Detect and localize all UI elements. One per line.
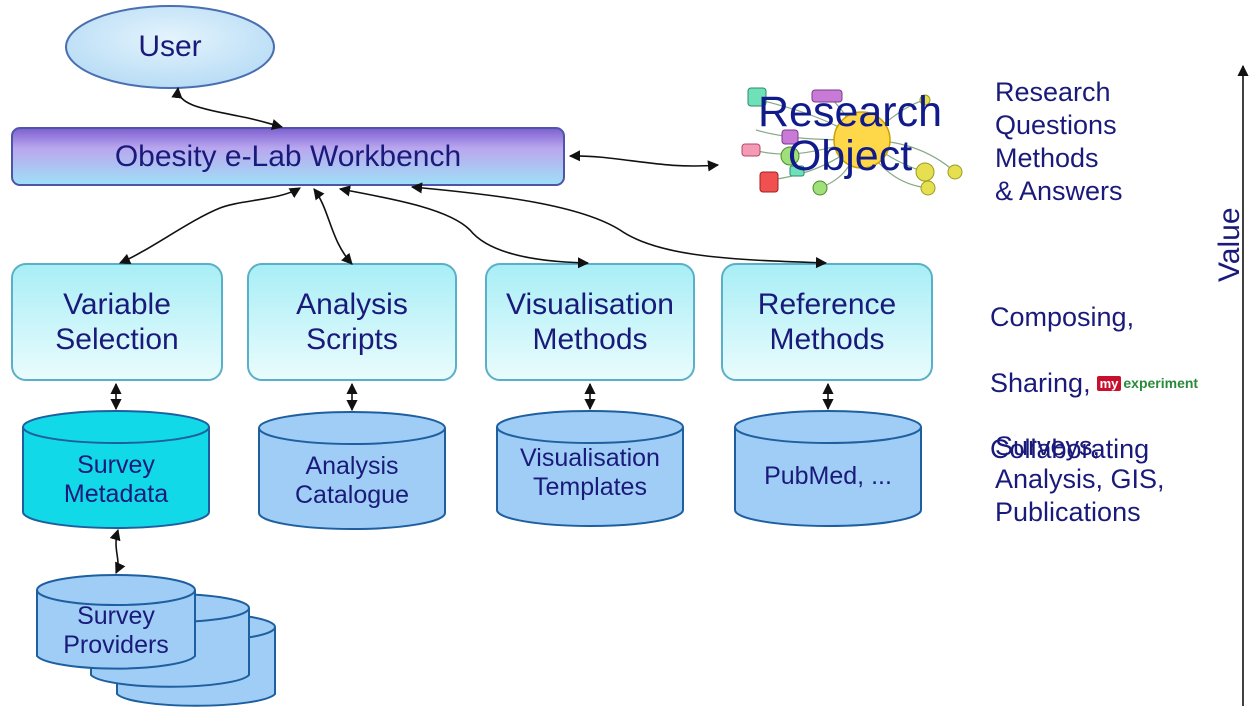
db-analysis-catalogue: [258, 411, 446, 530]
sources-label: Surveys, Analysis, GIS, Publications: [995, 431, 1165, 527]
research-object-line2: Object: [787, 132, 913, 180]
value-axis-label: Value: [1213, 207, 1246, 282]
connector-metadata-providers: [109, 528, 126, 575]
module-box-variable-selection: [11, 263, 223, 381]
composing-line: Composing,: [990, 302, 1135, 332]
myexperiment-my: my: [1096, 376, 1122, 391]
composing-sharing-label: Composing, Sharing, my experiment Collab…: [990, 268, 1240, 499]
connector-analysis-scripts: [313, 188, 353, 265]
sharing-text: Sharing,: [990, 368, 1091, 398]
collaborating-line: Collaborating: [990, 434, 1150, 464]
workbench-bar: [11, 127, 565, 186]
db-label-survey-metadata: Survey Metadata: [63, 450, 169, 509]
db-label-visualisation-templates: Visualisation Templates: [520, 443, 660, 502]
user-node: [65, 5, 275, 89]
connector-variable-selection: [118, 187, 301, 265]
myexperiment-experiment: experiment: [1123, 375, 1199, 391]
module-label-visualisation-methods: Visualisation Methods: [506, 287, 674, 356]
db-label-survey-providers: Survey Providers: [63, 601, 169, 660]
connector-visualisation-methods: [338, 185, 590, 269]
db-pubmed: [734, 410, 922, 527]
db-visualisation-templates: [496, 410, 684, 527]
sharing-line: Sharing, my experiment: [990, 367, 1240, 400]
db-label-analysis-catalogue: Analysis Catalogue: [295, 451, 409, 510]
workbench-label: Obesity e-Lab Workbench: [114, 139, 462, 173]
myexperiment-logo: my experiment: [1096, 375, 1199, 391]
research-object-label: Research Object: [740, 90, 960, 190]
research-object-line1: Research: [757, 88, 943, 136]
workbench-research-object-connector: [568, 150, 720, 172]
user-label: User: [138, 30, 202, 64]
research-questions-label: Research Questions Methods & Answers: [995, 77, 1123, 206]
db-survey-metadata: [22, 410, 210, 529]
db-survey-providers: [36, 574, 276, 707]
research-object-graphic: [741, 87, 963, 196]
module-label-variable-selection: Variable Selection: [55, 287, 179, 356]
user-workbench-connector: [171, 86, 284, 130]
connector-reference-methods: [410, 182, 828, 269]
module-label-analysis-scripts: Analysis Scripts: [296, 287, 408, 356]
db-label-pubmed: PubMed, ...: [764, 462, 892, 491]
module-label-reference-methods: Reference Methods: [757, 287, 897, 356]
